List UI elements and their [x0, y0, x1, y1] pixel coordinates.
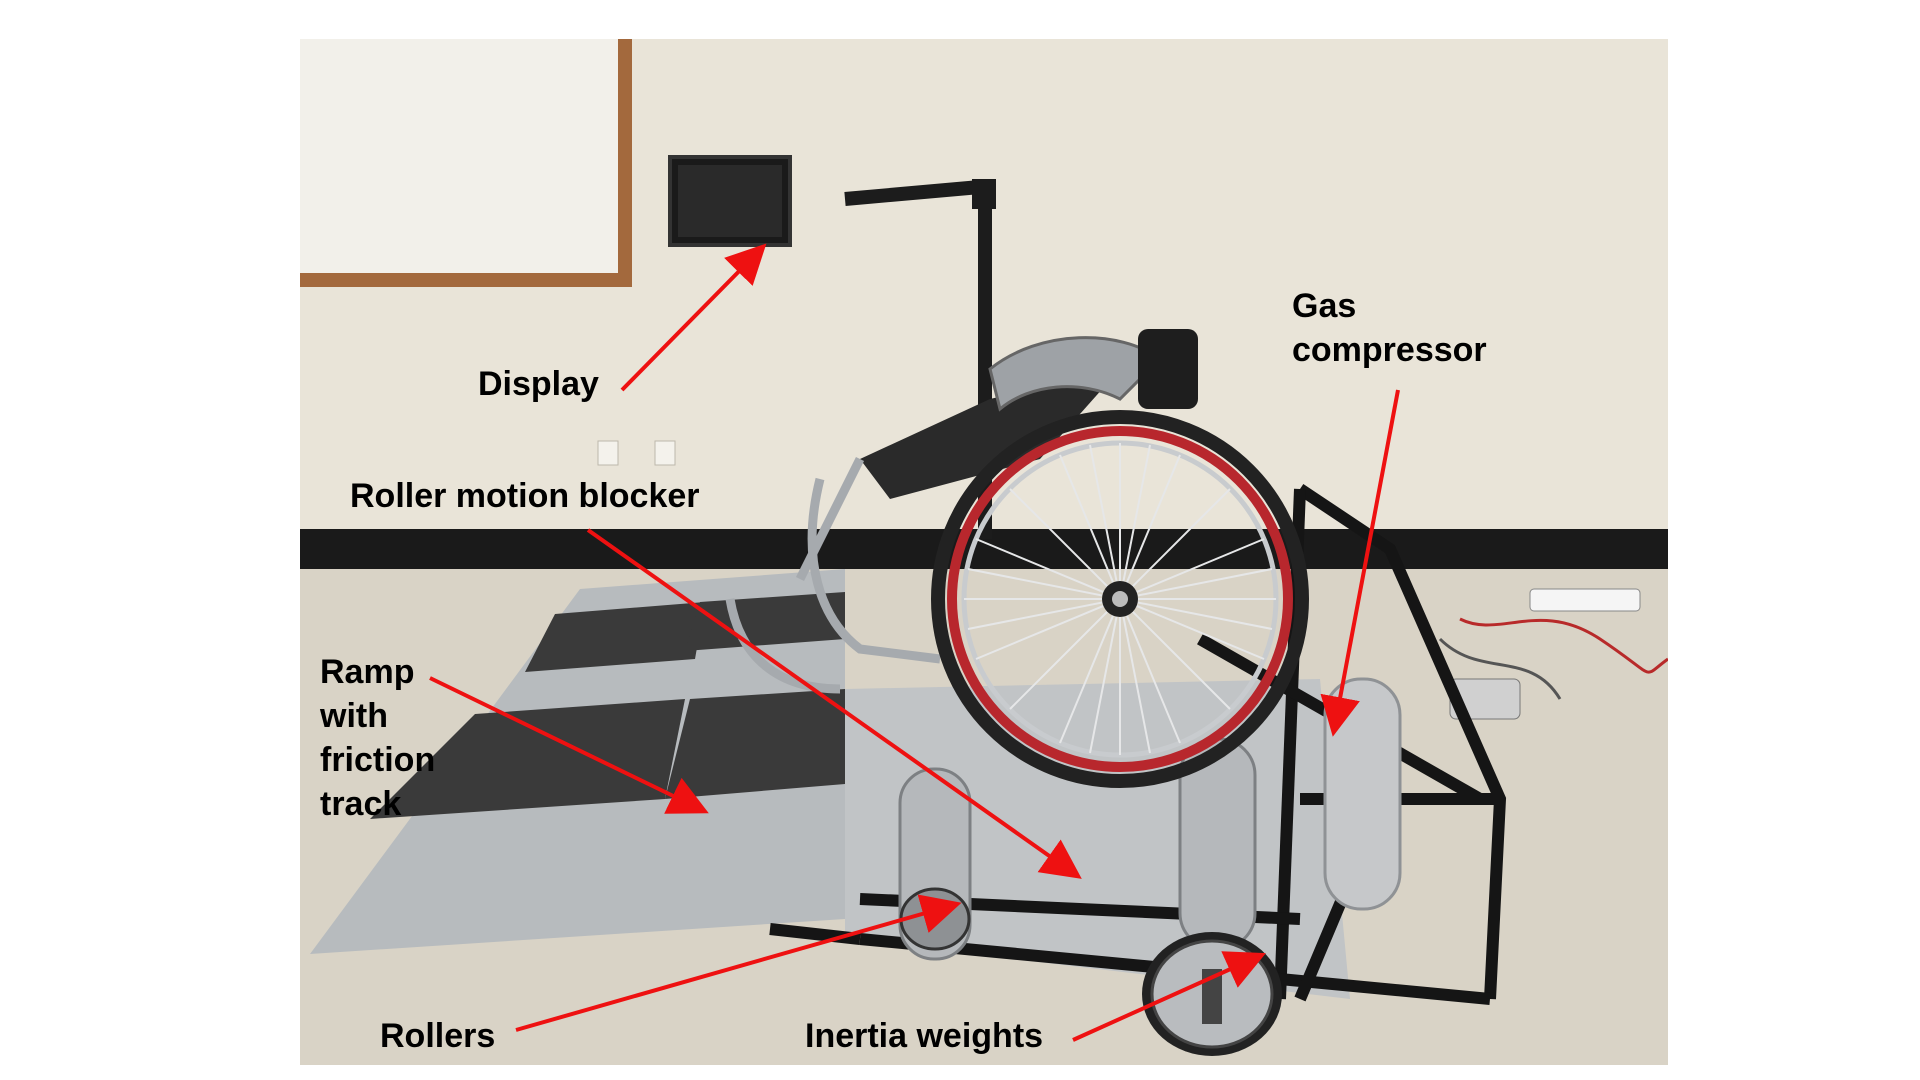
- label-inertia-weights: Inertia weights: [805, 1017, 1044, 1055]
- label-ramp-line3: friction: [320, 741, 436, 779]
- label-rollers: Rollers: [380, 1017, 496, 1055]
- label-ramp-with-friction-track: Ramp with friction track: [320, 650, 435, 826]
- wheelchair-wheel: [931, 410, 1309, 788]
- label-ramp-line1: Ramp: [320, 653, 415, 691]
- backpack: [1138, 329, 1198, 409]
- gas-compressor-tank: [1323, 677, 1402, 911]
- whiteboard: [300, 39, 618, 273]
- label-ramp-line2: with: [320, 697, 388, 735]
- wall-outlet: [597, 440, 619, 466]
- wall-outlet: [654, 440, 676, 466]
- wheelchair-seat: [860, 369, 1120, 499]
- label-roller-motion-blocker: Roller motion blocker: [350, 477, 700, 515]
- wheelchair-simulator-photo: [300, 39, 1668, 1065]
- label-ramp-line4: track: [320, 785, 402, 823]
- label-display: Display: [478, 365, 599, 403]
- label-gas-compressor-line2: compressor: [1292, 331, 1487, 369]
- label-gas-compressor: Gas compressor: [1292, 284, 1487, 372]
- power-strip: [1529, 588, 1641, 612]
- photo-figure: [300, 39, 1668, 1065]
- label-gas-compressor-line1: Gas: [1292, 287, 1357, 325]
